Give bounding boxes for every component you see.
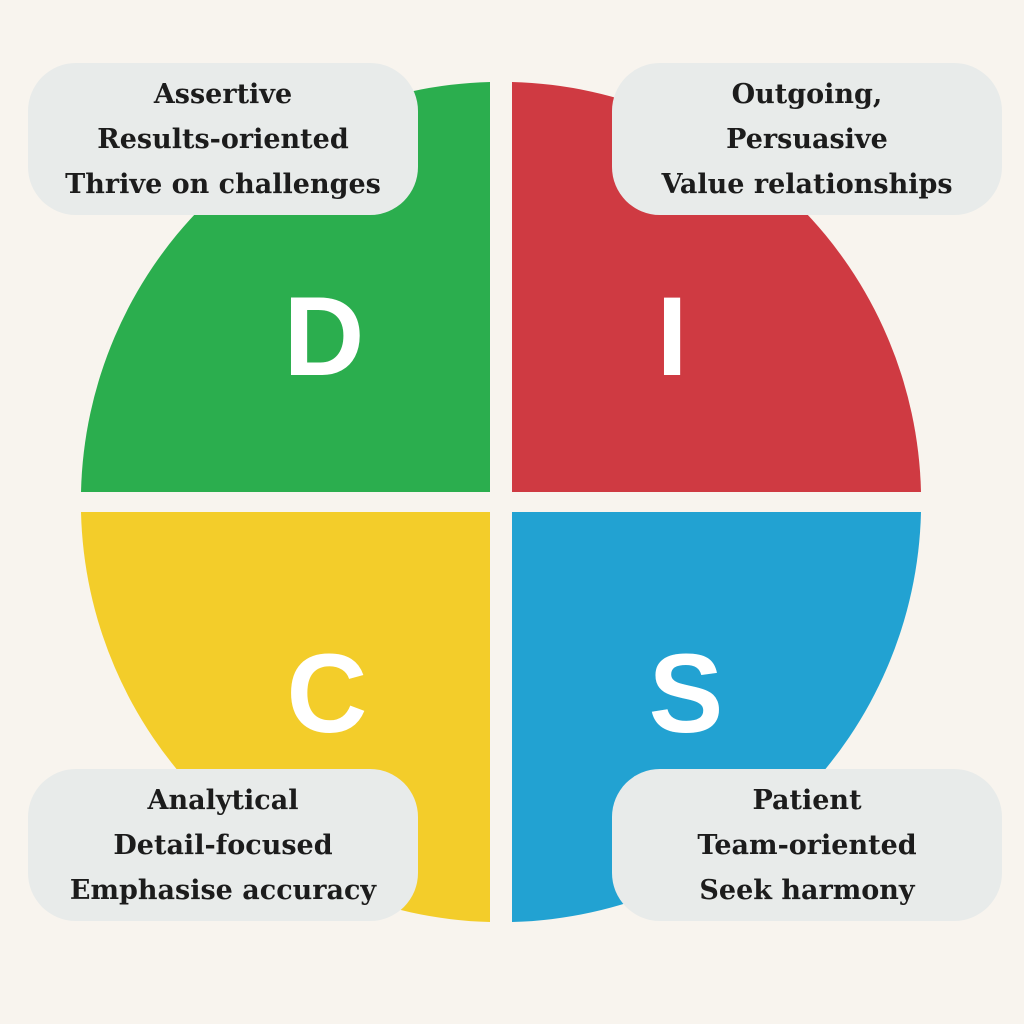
c-trait: Emphasise accuracy <box>69 874 377 906</box>
quadrant-d-letter: D <box>284 274 365 399</box>
i-trait: Persuasive <box>726 123 888 155</box>
d-trait: Assertive <box>153 78 293 110</box>
s-trait: Team-oriented <box>697 829 917 861</box>
i-traits-box: Outgoing, Persuasive Value relationships <box>612 63 1002 215</box>
s-traits-box: Patient Team-oriented Seek harmony <box>612 769 1002 921</box>
quadrant-i-letter: I <box>656 274 687 399</box>
d-traits-box: Assertive Results-oriented Thrive on cha… <box>28 63 418 215</box>
i-trait: Outgoing, <box>731 78 883 110</box>
quadrant-i <box>512 82 921 492</box>
quadrant-s-letter: S <box>649 631 724 756</box>
quadrant-c-letter: C <box>287 631 368 756</box>
c-trait: Analytical <box>147 784 299 816</box>
d-trait: Results-oriented <box>97 123 349 155</box>
c-trait: Detail-focused <box>113 829 333 861</box>
d-trait: Thrive on challenges <box>65 168 381 200</box>
i-trait: Value relationships <box>661 168 953 200</box>
c-traits-box: Analytical Detail-focused Emphasise accu… <box>28 769 418 921</box>
s-trait: Patient <box>752 784 862 816</box>
s-trait: Seek harmony <box>699 874 915 906</box>
